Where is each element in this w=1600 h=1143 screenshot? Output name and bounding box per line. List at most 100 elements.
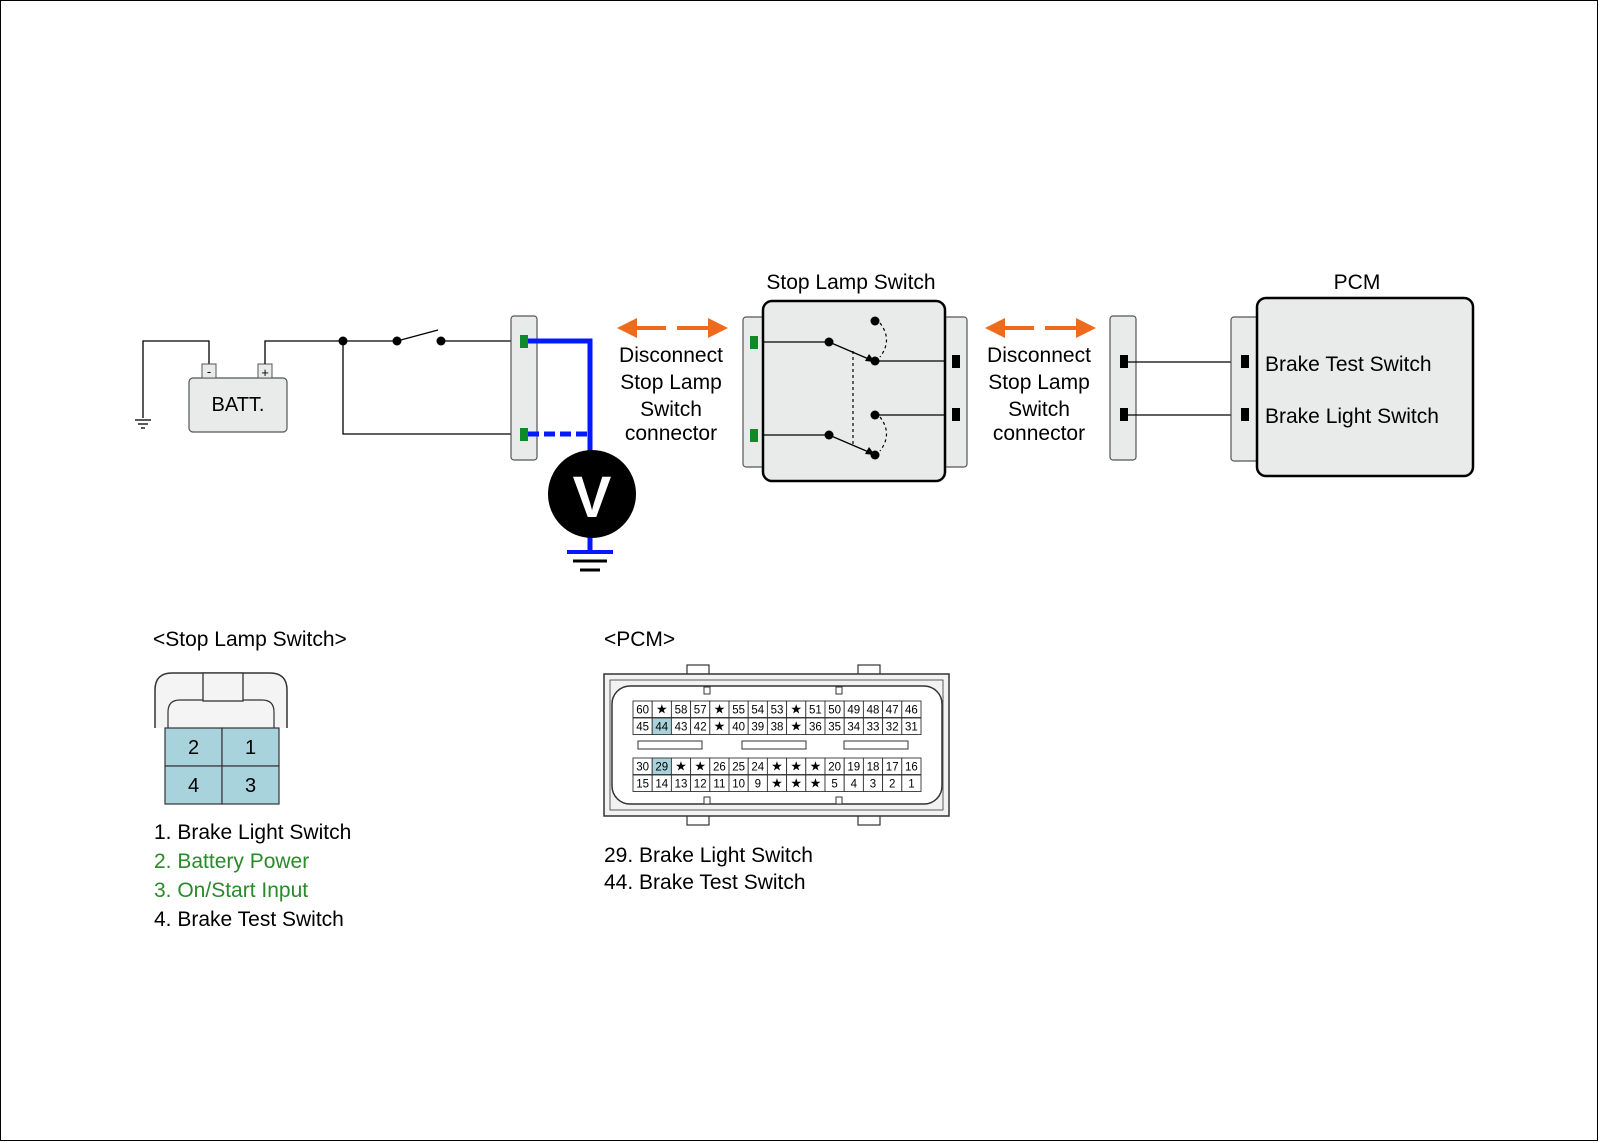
stop-lamp-legend-item: 4. Brake Test Switch — [154, 908, 344, 931]
pcm-pin-number: ★ — [790, 776, 802, 791]
pcm-pin-number: 33 — [867, 722, 880, 734]
pcm-pin-number: 49 — [847, 705, 860, 717]
pcm-pin-number: 40 — [732, 722, 745, 734]
pcm-pin-number: 15 — [636, 779, 649, 791]
pcm-pin-number: 18 — [867, 762, 880, 774]
pcm-pin-number: 5 — [831, 779, 837, 791]
voltmeter-icon — [548, 450, 636, 538]
pcm-pin-number: ★ — [694, 759, 706, 774]
pcm-pin-number: 54 — [751, 705, 764, 717]
pcm-pin-number: 14 — [655, 779, 668, 791]
battery-box — [188, 377, 288, 433]
pcm-pin-number: 55 — [732, 705, 745, 717]
connector-pin-black — [1120, 355, 1128, 368]
connector-pin-black — [1241, 408, 1249, 421]
pcm-pin-number: ★ — [810, 776, 822, 791]
pcm-pin-number: 4 — [851, 779, 858, 791]
pcm-pin-number: ★ — [675, 759, 687, 774]
stop-lamp-legend-item: 3. On/Start Input — [154, 879, 308, 902]
pcm-pin-number: ★ — [771, 759, 783, 774]
pcm-pin-number: ★ — [714, 702, 726, 717]
pcm-pin-number: 42 — [694, 722, 707, 734]
pcm-pin-number: ★ — [810, 759, 822, 774]
stop-lamp-legend-item: 2. Battery Power — [154, 850, 309, 873]
harness-connector-right — [1109, 315, 1137, 461]
stop-lamp-pin-cell — [221, 765, 280, 805]
stop-lamp-pin-legend: 1. Brake Light Switch 2. Battery Power 3. … — [154, 821, 351, 931]
voltmeter-probes: V — [528, 338, 636, 572]
pcm-pin-number: ★ — [771, 776, 783, 791]
disconnect-label-line: Disconnect — [987, 344, 1091, 367]
pcm-module: PCM Brake Test Switch Brake Light Switch — [1230, 271, 1475, 478]
pcm-pin-number: 34 — [847, 722, 860, 734]
stop-lamp-pin-number: 1 — [245, 737, 256, 759]
battery-plus-wire — [264, 340, 343, 364]
pcm-pin-number: 47 — [886, 705, 899, 717]
pcm-pin-number: 39 — [751, 722, 764, 734]
ignition-switch-blade — [396, 329, 439, 342]
pcm-pin-number: ★ — [790, 702, 802, 717]
connector-pin-black — [952, 355, 960, 368]
pcm-pin-number: 16 — [905, 762, 918, 774]
pcm-pin-number: ★ — [790, 719, 802, 734]
pcm-pin-number: 58 — [675, 705, 688, 717]
stop-lamp-switch-body — [761, 299, 947, 483]
connector-pin-green — [520, 428, 528, 441]
pcm-pin-number: 45 — [636, 722, 649, 734]
pcm-pin-number: 38 — [771, 722, 784, 734]
disconnect-label-line: connector — [993, 422, 1085, 445]
pcm-pin-number: 24 — [751, 762, 764, 774]
connector-pin-green — [750, 429, 758, 442]
pcm-pin-number: 44 — [655, 722, 668, 734]
disconnect-indicator-right: Disconnect Stop Lamp Switch connector — [985, 318, 1096, 445]
battery-ground-wire — [142, 340, 210, 418]
pcm-pin-number: ★ — [790, 759, 802, 774]
disconnect-indicator-left: Disconnect Stop Lamp Switch connector — [617, 318, 728, 445]
battery-minus-terminal — [201, 363, 217, 379]
voltmeter-label: V — [573, 465, 612, 530]
pcm-pin-number: 35 — [828, 722, 841, 734]
disconnect-label-line: Stop Lamp — [620, 371, 722, 394]
pcm-pin-number: 60 — [636, 705, 649, 717]
pcm-pin-number: 11 — [713, 779, 725, 791]
pcm-pin-number: 43 — [675, 722, 688, 734]
connector-pin-black — [952, 408, 960, 421]
pcm-pin-number: 30 — [636, 762, 649, 774]
stop-lamp-switch: Stop Lamp Switch — [742, 271, 968, 483]
harness-connector-left — [510, 315, 538, 461]
battery-ground-icon — [135, 419, 151, 429]
pcm-pin-number: 36 — [809, 722, 822, 734]
stop-lamp-connector-title: <Stop Lamp Switch> — [153, 628, 347, 651]
connector-pin-black — [1120, 408, 1128, 421]
stop-lamp-pin-number: 2 — [188, 737, 199, 759]
probe-wire-positive — [528, 338, 593, 470]
pcm-legend-item: 44. Brake Test Switch — [604, 871, 806, 894]
pcm-pin-number: 10 — [732, 779, 745, 791]
pcm-pin-number: 25 — [732, 762, 745, 774]
pcm-pin-number: 12 — [694, 779, 707, 791]
switch-connector-right — [942, 316, 968, 468]
pcm-pin-number: 50 — [828, 705, 841, 717]
pcm-pin-number: 46 — [905, 705, 918, 717]
pcm-pin-number: 26 — [713, 762, 726, 774]
pcm-body — [1255, 296, 1475, 478]
pcm-pin-number: 32 — [886, 722, 899, 734]
pcm-pin-label: Brake Test Switch — [1265, 353, 1432, 376]
battery-plus-label: + — [261, 365, 269, 380]
pcm-title: PCM — [1334, 271, 1381, 294]
pcm-pin-cell — [901, 774, 922, 792]
disconnect-label-line: Stop Lamp — [988, 371, 1090, 394]
pcm-pin-number: 57 — [694, 705, 707, 717]
battery-circuit: - + BATT. — [135, 329, 522, 435]
pcm-pin-number: 17 — [886, 762, 899, 774]
pcm-pin-number: 20 — [828, 762, 841, 774]
battery-minus-label: - — [207, 364, 211, 379]
stop-lamp-legend-item: 1. Brake Light Switch — [154, 821, 351, 844]
pcm-pin-number: 2 — [889, 779, 895, 791]
